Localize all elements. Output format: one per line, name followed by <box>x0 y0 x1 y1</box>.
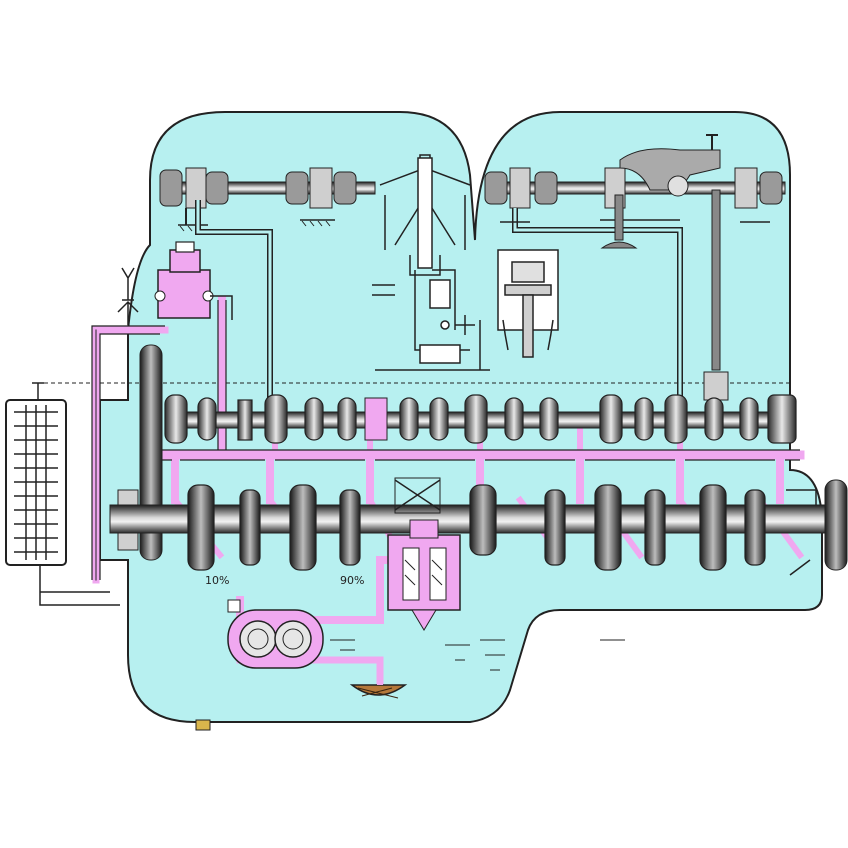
rocker-arm-shaft-icon <box>484 134 786 400</box>
oil-pump-icon <box>227 599 324 669</box>
split-label-right: 90% <box>340 574 364 587</box>
bypass-valve-icon <box>154 241 233 320</box>
oil-level-marks <box>330 639 625 671</box>
injector-icon <box>372 154 490 371</box>
rocker-arm-shaft-icon <box>159 167 376 400</box>
oil-cooler-icon <box>5 382 790 606</box>
camshaft-icon <box>164 394 797 444</box>
oil-filter-icon <box>387 477 461 631</box>
piston-icon <box>497 249 559 358</box>
split-label-left: 10% <box>205 574 229 587</box>
valve-symbol-icon <box>117 267 139 325</box>
oil-strainer-icon <box>349 660 408 699</box>
drain-plug-icon <box>195 719 211 731</box>
crankshaft-icon <box>109 479 848 576</box>
